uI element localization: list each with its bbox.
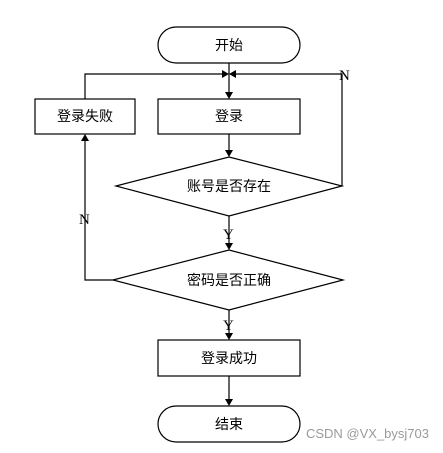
login-success-node: 登录成功 [157,339,301,377]
connector-failed-to-login [84,73,222,99]
connector-start-to-login [225,63,233,99]
start-node: 开始 [157,26,301,64]
password-check-decision: 密码是否正确 [110,249,346,311]
login-failed-node: 登录失败 [34,98,136,135]
account-check-label: 账号是否存在 [187,179,271,195]
account-check-decision: 账号是否存在 [113,156,345,217]
arrow-head-up [81,134,89,141]
password-no-label: N [79,212,90,228]
arrow-head-left [229,70,236,78]
login-success-node-label: 登录成功 [201,351,257,367]
watermark: CSDN @VX_bysj703 [305,426,429,441]
connector-password-no [81,134,113,281]
connector-account-no-loop [236,73,343,186]
login-node-label: 登录 [215,109,243,125]
arrow-head-down [225,333,233,340]
arrow-head-down [225,243,233,250]
arrow-head-down [225,399,233,406]
start-node-label: 开始 [215,38,243,54]
end-node-label: 结束 [215,417,243,433]
arrow-head-right [222,70,229,78]
arrow-head-down [225,150,233,157]
connector-success-to-end [225,376,233,406]
account-no-label: N [339,68,350,84]
connector-login-to-account-check [225,134,233,157]
end-node: 结束 [157,405,301,443]
password-yes-label: Y [223,318,234,334]
login-failed-node-label: 登录失败 [57,109,113,125]
connector-account-yes [225,216,233,250]
arrow-head-down [225,92,233,99]
login-node: 登录 [157,98,301,135]
password-check-label: 密码是否正确 [187,272,271,289]
connector-password-yes [225,310,233,340]
account-yes-label: Y [223,227,234,243]
